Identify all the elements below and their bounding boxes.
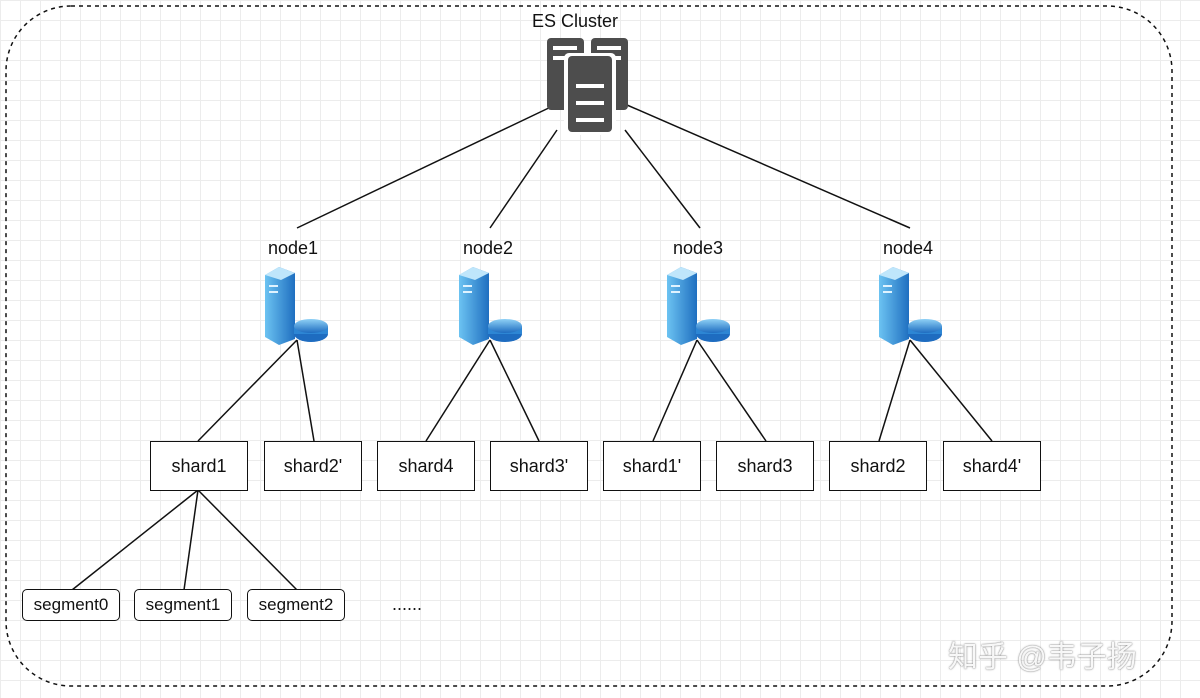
shard-box-shard1p: shard1' bbox=[603, 441, 701, 491]
node4-server-icon bbox=[879, 267, 942, 345]
edge-node4-shard2 bbox=[878, 339, 911, 442]
node3-server-icon bbox=[667, 267, 730, 345]
edge-node3-shard1p bbox=[652, 339, 698, 442]
cluster-boundary bbox=[5, 5, 1173, 687]
node4-label: node4 bbox=[883, 238, 934, 258]
cluster-title: ES Cluster bbox=[532, 11, 619, 31]
shard-box-shard3p: shard3' bbox=[490, 441, 588, 491]
edge-cluster-node2 bbox=[489, 129, 558, 229]
edge-node1-shard2p bbox=[296, 339, 315, 442]
edge-node2-shard4 bbox=[425, 339, 491, 442]
node2-server-icon bbox=[459, 267, 522, 345]
shard-box-shard4: shard4 bbox=[377, 441, 475, 491]
shard-box-shard3: shard3 bbox=[716, 441, 814, 491]
shard-box-shard2p: shard2' bbox=[264, 441, 362, 491]
node1-server-icon bbox=[265, 267, 328, 345]
shard-box-shard4p: shard4' bbox=[943, 441, 1041, 491]
segment-box-segment0: segment0 bbox=[22, 589, 120, 621]
shard-box-shard2: shard2 bbox=[829, 441, 927, 491]
edge-shard1-segment2 bbox=[197, 489, 298, 591]
shard-box-shard1: shard1 bbox=[150, 441, 248, 491]
more-segments-ellipsis: ...... bbox=[392, 594, 423, 614]
edge-cluster-node3 bbox=[624, 129, 701, 229]
edge-node2-shard3p bbox=[489, 339, 540, 442]
edge-node4-shard4p bbox=[909, 339, 993, 442]
node3-label: node3 bbox=[673, 238, 724, 258]
edge-node1-shard1 bbox=[197, 339, 298, 442]
server-cluster-icon bbox=[547, 38, 628, 135]
segment-box-segment1: segment1 bbox=[134, 589, 232, 621]
edge-node3-shard3 bbox=[696, 339, 767, 442]
node1-label: node1 bbox=[268, 238, 319, 258]
connector-lines bbox=[71, 104, 993, 591]
edge-cluster-node4 bbox=[626, 104, 911, 229]
edge-shard1-segment0 bbox=[71, 489, 199, 591]
edge-cluster-node1 bbox=[296, 104, 556, 229]
edge-shard1-segment1 bbox=[183, 489, 199, 591]
segment-box-segment2: segment2 bbox=[247, 589, 345, 621]
watermark: 知乎 @韦子扬 bbox=[948, 641, 1137, 674]
node2-label: node2 bbox=[463, 238, 514, 258]
